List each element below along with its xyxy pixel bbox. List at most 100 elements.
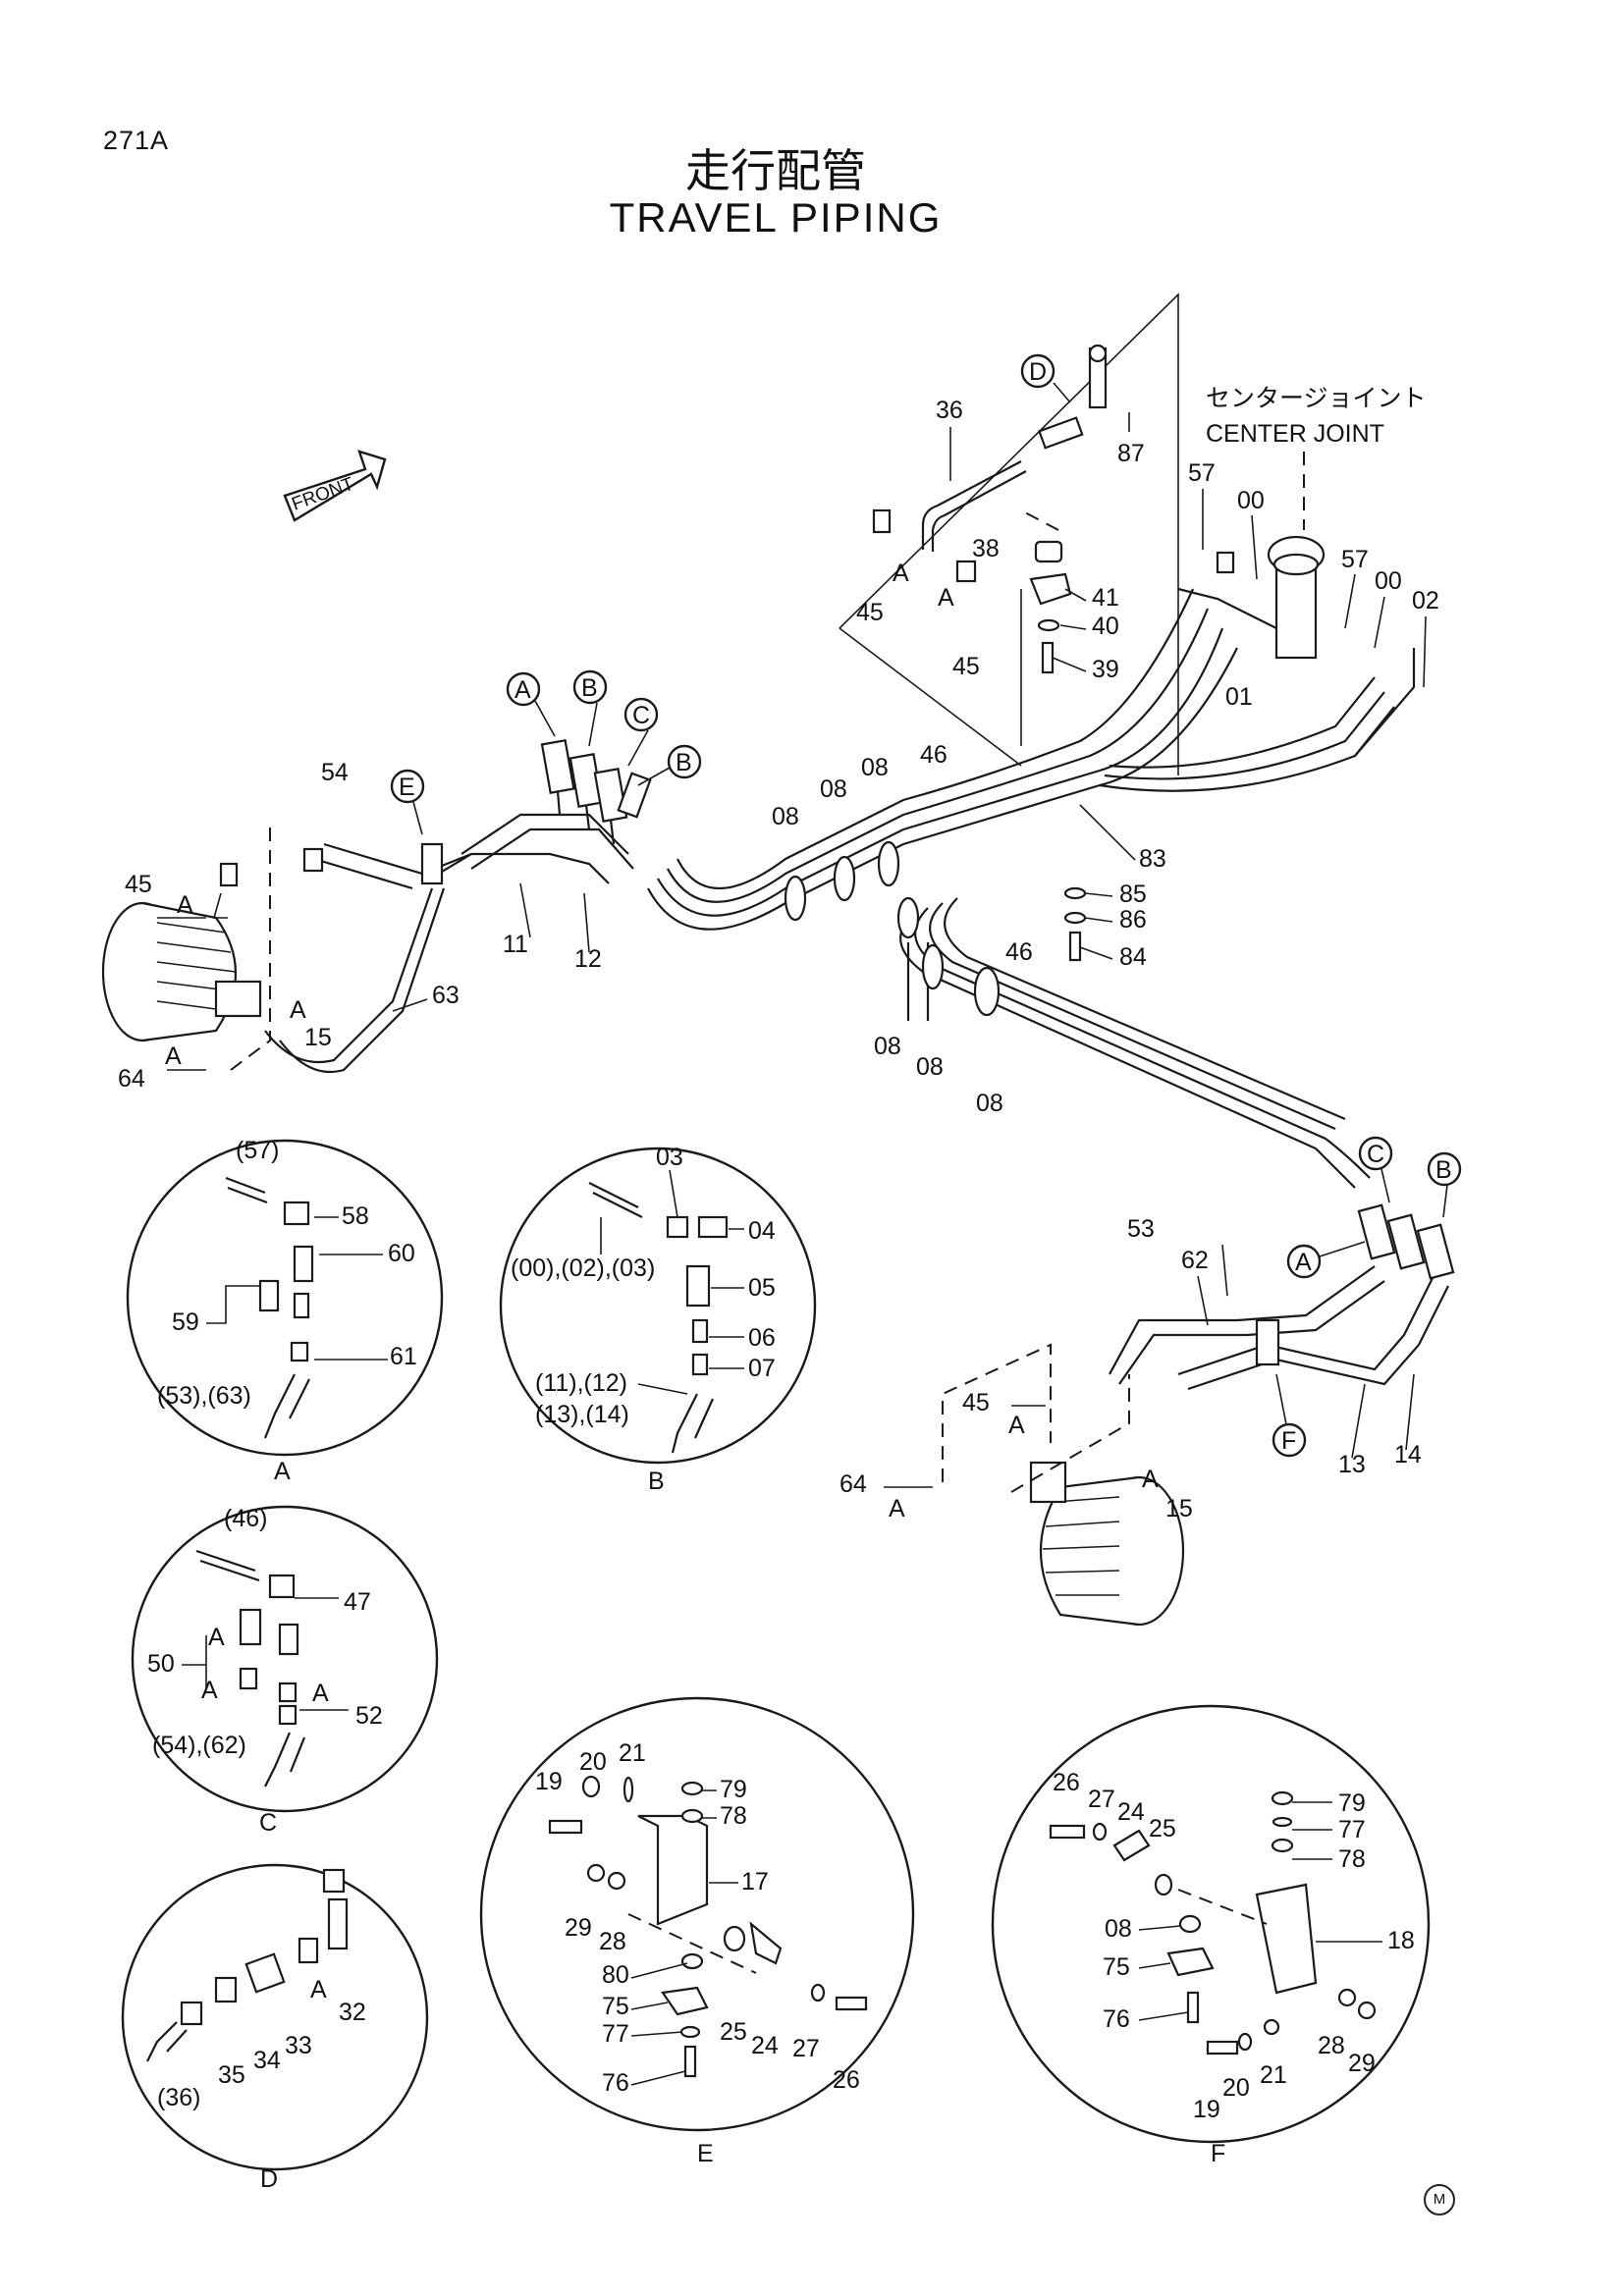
center-joint-caption: センタージョイント CENTER JOINT — [1206, 381, 1427, 452]
part-label: 20 — [579, 1748, 607, 1776]
svg-text:B: B — [1435, 1156, 1452, 1184]
part-label: 62 — [1181, 1247, 1209, 1274]
part-label: 24 — [1117, 1798, 1145, 1826]
part-label: 39 — [1092, 656, 1119, 683]
part-label: A — [165, 1042, 182, 1070]
part-label: 07 — [748, 1355, 776, 1382]
part-label: 80 — [602, 1961, 629, 1989]
part-label: 45 — [125, 871, 152, 898]
main-label-leaders — [157, 412, 1427, 1488]
part-label: 08 — [916, 1053, 944, 1081]
part-label: 54 — [321, 759, 349, 786]
part-label: 28 — [599, 1928, 626, 1955]
part-label: (57) — [236, 1137, 279, 1164]
part-label: 78 — [1338, 1845, 1366, 1873]
part-label: 08 — [1105, 1915, 1132, 1943]
callout-D: D — [1020, 353, 1056, 389]
part-label: 57 — [1341, 546, 1369, 573]
detail-B: B 03 04 (00),(02),(03) 05 06 07 (11),(12… — [499, 1144, 817, 1495]
part-label: 85 — [1119, 881, 1147, 908]
part-label: 24 — [751, 2032, 779, 2059]
callout-C-upper: C — [623, 697, 659, 732]
svg-text:B: B — [676, 749, 692, 776]
part-label: 21 — [1260, 2061, 1287, 2089]
part-label: A — [177, 891, 193, 919]
part-label: 75 — [1103, 1953, 1130, 1981]
part-label: 41 — [1092, 584, 1119, 612]
part-label: 50 — [147, 1650, 175, 1678]
part-label: 11 — [503, 931, 528, 958]
part-label: 87 — [1117, 440, 1145, 467]
part-label: 28 — [1318, 2032, 1345, 2059]
page-id: 271A — [103, 126, 170, 155]
svg-text:D: D — [1029, 358, 1047, 386]
part-label: 20 — [1222, 2074, 1250, 2102]
part-label: 08 — [820, 775, 847, 803]
left-side-pipes — [230, 825, 472, 1074]
part-label: 64 — [839, 1470, 867, 1498]
callout-B-upper-2: B — [667, 744, 702, 779]
part-label: 53 — [1127, 1215, 1155, 1243]
detail-C: C (46) 47 50 52 (54),(62) A A A — [131, 1505, 439, 1837]
part-label: (13),(14) — [535, 1401, 629, 1428]
part-label: 08 — [874, 1033, 901, 1060]
part-label: 33 — [285, 2032, 312, 2059]
part-label: 84 — [1119, 943, 1147, 971]
part-label: 46 — [920, 741, 947, 769]
part-label: 15 — [1165, 1495, 1193, 1522]
part-label: 79 — [1338, 1789, 1366, 1817]
part-label: (11),(12) — [535, 1369, 627, 1397]
detail-E: E 21 20 19 79 78 17 29 28 80 75 77 76 25… — [479, 1696, 915, 2167]
part-label: 19 — [535, 1768, 563, 1795]
part-label: 12 — [574, 945, 602, 973]
part-label: 45 — [856, 599, 884, 626]
part-label: 64 — [118, 1065, 145, 1093]
part-label: 29 — [565, 1914, 592, 1942]
part-label: A — [312, 1680, 329, 1707]
part-label: 45 — [952, 653, 980, 680]
detail-letter: F — [1211, 2140, 1225, 2167]
detail-F: F 26 27 24 25 79 77 78 08 18 75 76 19 20… — [991, 1704, 1431, 2167]
part-label: A — [1008, 1412, 1025, 1439]
part-label: 26 — [1053, 1769, 1080, 1796]
part-label: 34 — [253, 2047, 281, 2074]
part-label: 45 — [962, 1389, 990, 1416]
part-label: 79 — [720, 1776, 747, 1803]
callout-A-upper: A — [506, 671, 541, 707]
callout-C-lower: C — [1358, 1136, 1393, 1171]
svg-text:B: B — [581, 674, 598, 702]
part-label: 04 — [748, 1217, 776, 1245]
part-label: 14 — [1394, 1441, 1422, 1468]
svg-text:C: C — [632, 702, 650, 729]
part-label: 75 — [602, 1993, 629, 2020]
part-label: 08 — [772, 803, 799, 830]
part-label: 27 — [792, 2035, 820, 2062]
callout-A-lower: A — [1286, 1244, 1322, 1279]
part-label: 18 — [1387, 1927, 1415, 1954]
part-label: (46) — [224, 1505, 267, 1532]
part-label: 46 — [1005, 938, 1033, 966]
pipe-36 — [921, 344, 1108, 552]
right-travel-motor — [1029, 1461, 1185, 1627]
part-label: 38 — [972, 535, 1000, 562]
part-label: 59 — [172, 1308, 199, 1336]
part-label: 03 — [656, 1144, 683, 1171]
part-label: 29 — [1348, 2050, 1376, 2077]
callout-B-upper: B — [572, 669, 608, 705]
part-label: 61 — [390, 1343, 417, 1370]
part-label: (53),(63) — [157, 1382, 251, 1410]
part-label: 63 — [432, 982, 460, 1009]
main-hose-bundle — [647, 588, 1416, 931]
part-label: 57 — [1188, 459, 1216, 487]
part-label: 08 — [976, 1090, 1003, 1117]
center-joint-body — [1177, 452, 1326, 660]
part-label: A — [310, 1976, 327, 2003]
lower-hose-bundle — [899, 897, 1371, 1189]
main-part-labels: 36 87 57 00 57 00 02 38 41 40 39 45 45 0… — [118, 397, 1439, 1522]
detail-D: D 32 33 34 35 (36) A — [121, 1863, 429, 2193]
part-label: 06 — [748, 1324, 776, 1352]
upper-dashed-frame — [839, 293, 1179, 775]
svg-text:A: A — [514, 676, 531, 704]
svg-text:A: A — [1295, 1249, 1312, 1276]
